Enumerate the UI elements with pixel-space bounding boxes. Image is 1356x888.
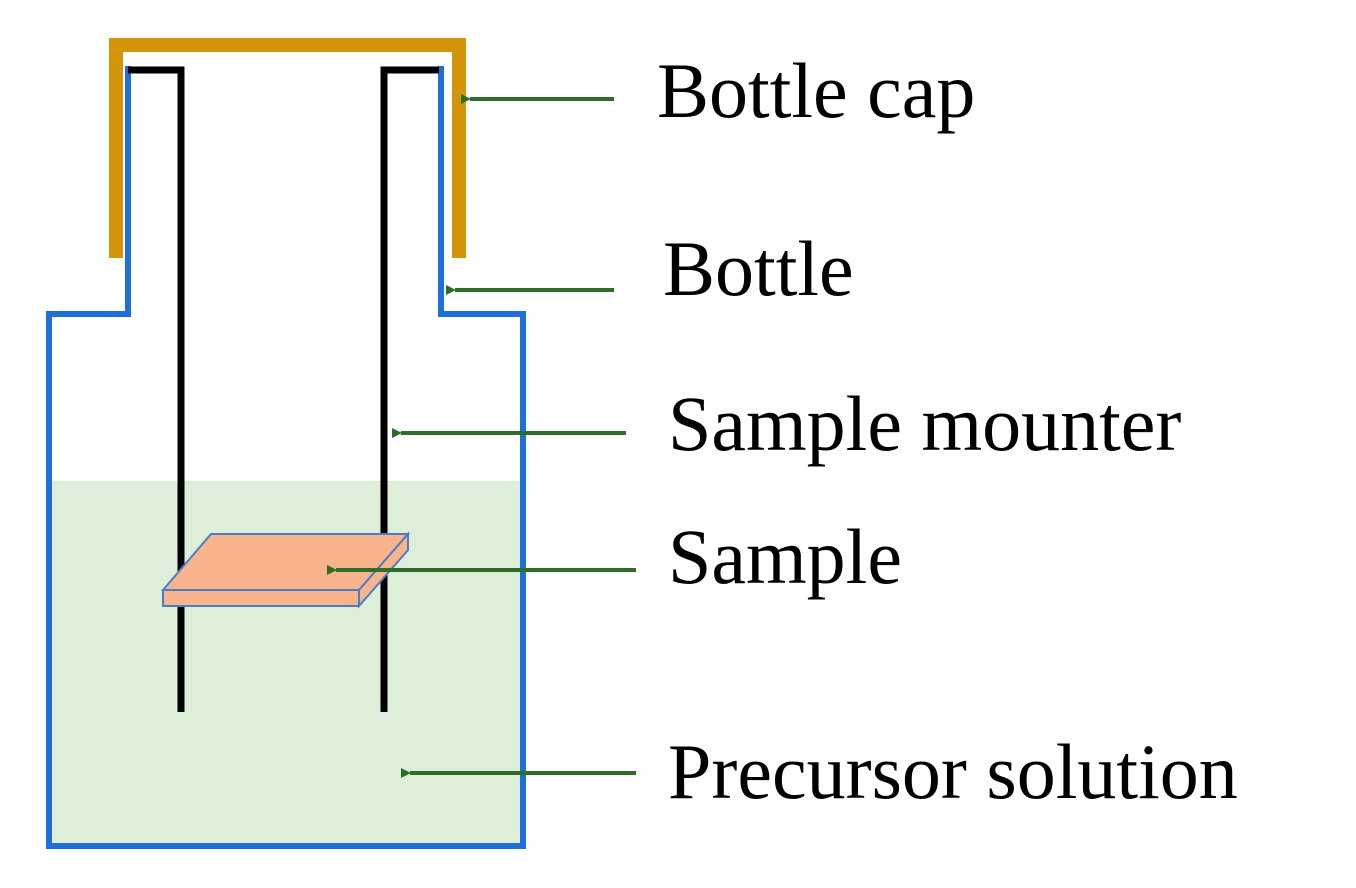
label-sample: Sample [668,513,902,600]
sample-mounter-right-rod [380,66,439,712]
sample-mounter-left-rod [128,66,185,712]
label-bottle-cap: Bottle cap [657,47,976,134]
label-bottle: Bottle [663,225,854,312]
bottle-outline [46,66,526,849]
sample-front-face [162,589,360,607]
label-precursor-solution: Precursor solution [668,728,1238,815]
label-sample-mounter: Sample mounter [668,380,1182,467]
bottle-cap [109,38,466,258]
